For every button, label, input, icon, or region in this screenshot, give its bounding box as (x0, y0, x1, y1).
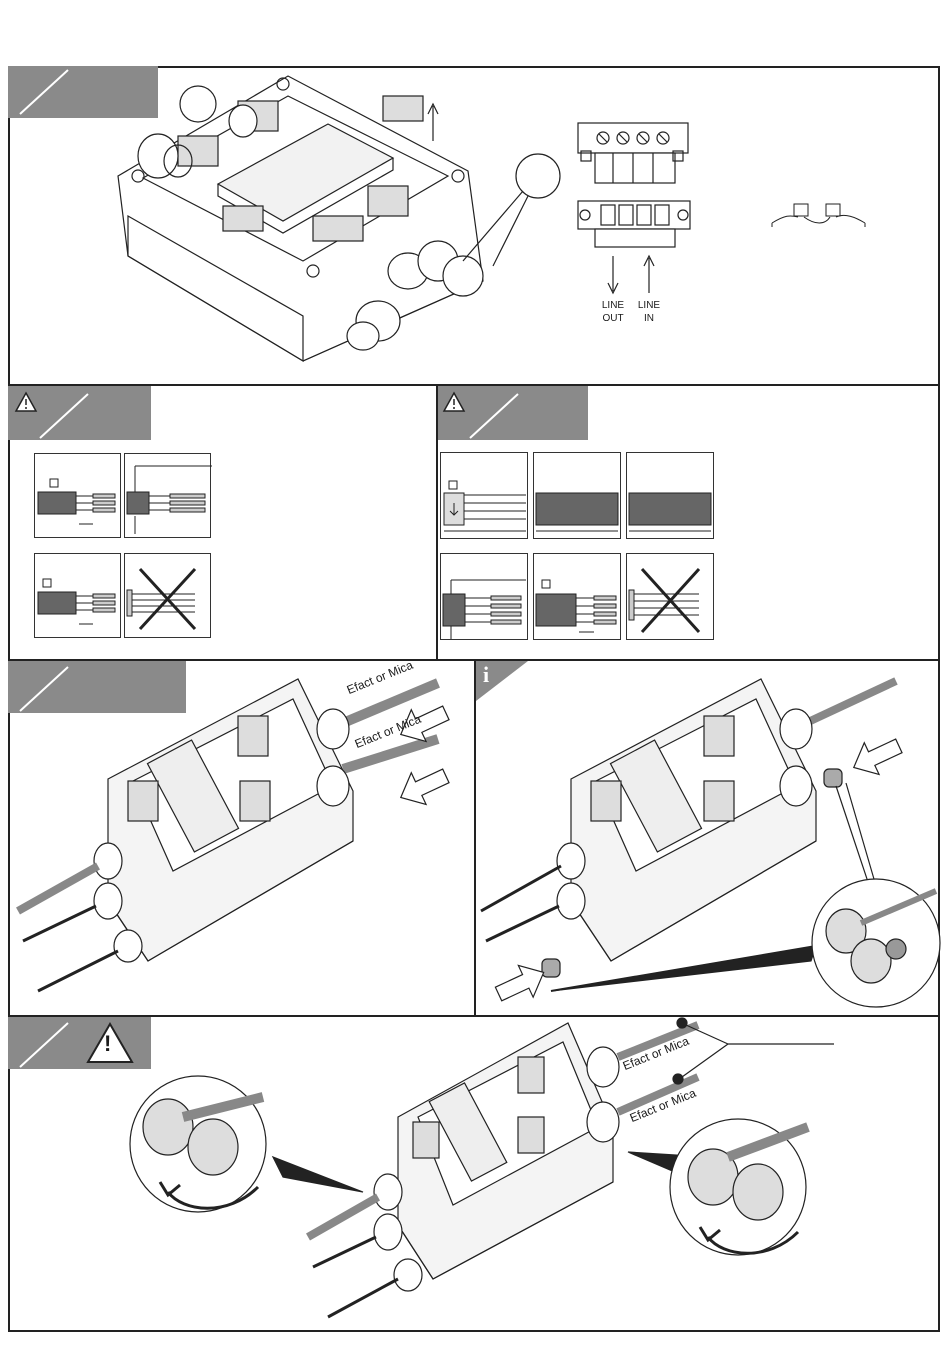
step-6-panel: ! (8, 1015, 940, 1332)
junction-box-tighten-gland-illustration (8, 1017, 940, 1334)
step-3-panel (438, 384, 940, 659)
terminal-connector-diagram (573, 111, 713, 331)
step-4-panel: Efact or Mica Efact or Mica (8, 659, 476, 1015)
cable-strip-thumb-2 (124, 453, 211, 538)
wiring-loop-sketch (770, 201, 870, 241)
junction-box-open-illustration (98, 66, 618, 376)
flat-cable-thumb-4 (440, 553, 528, 640)
cable-strip-thumb-3 (34, 553, 121, 638)
flat-cable-wrong-thumb (626, 553, 714, 640)
flat-cable-thumb-5 (533, 553, 621, 640)
junction-box-blanking-plug-illustration (476, 661, 940, 1017)
junction-box-cable-entry-illustration (8, 661, 476, 1017)
cable-strip-wrong-thumb (124, 553, 211, 638)
cable-strip-thumb-1 (34, 453, 121, 538)
flat-cable-thumb-1 (440, 452, 528, 539)
flat-cable-thumb-3 (626, 452, 714, 539)
step-5-panel: i (476, 659, 940, 1015)
flat-cable-thumb-2 (533, 452, 621, 539)
warning-icon (442, 391, 466, 413)
warning-icon (14, 391, 38, 413)
step-2-panel (8, 384, 438, 659)
